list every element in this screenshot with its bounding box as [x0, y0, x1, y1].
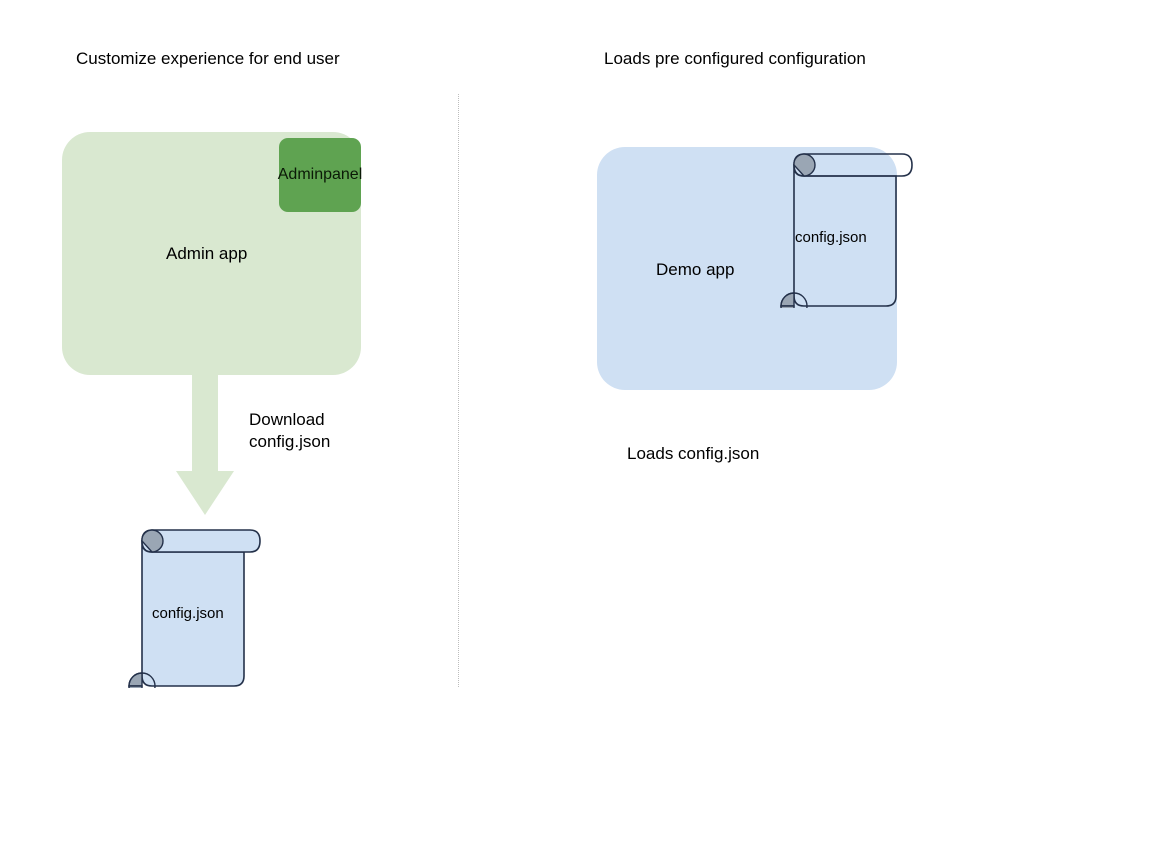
admin-panel-line1: Admin — [277, 166, 324, 183]
admin-panel-line2: panel — [323, 166, 363, 183]
loads-config-caption: Loads config.json — [627, 444, 760, 463]
download-arrow-label: Download config.json — [249, 409, 330, 453]
right-section-title: Loads pre configured configuration — [604, 49, 866, 68]
download-label-line1: Download — [249, 410, 325, 429]
demo-app-box[interactable] — [597, 147, 897, 390]
admin-panel-chip[interactable]: Admin panel — [277, 138, 363, 212]
config-json-document-left[interactable] — [118, 528, 266, 688]
scroll-top-curl — [141, 529, 164, 553]
arrow-shape — [176, 368, 234, 515]
download-arrow-icon — [176, 368, 234, 515]
config-json-document-right[interactable] — [770, 152, 918, 308]
scroll-bottom-curl-wedge2 — [780, 305, 795, 308]
vertical-dotted-divider — [458, 94, 459, 687]
left-section-title: Customize experience for end user — [76, 49, 340, 68]
scroll-body — [141, 540, 245, 687]
demo-app-label: Demo app — [656, 260, 735, 279]
admin-app-label: Admin app — [166, 244, 248, 263]
download-label-line2: config.json — [249, 432, 331, 451]
scroll-body — [793, 164, 897, 307]
scroll-top-curl — [793, 153, 816, 177]
scroll-bottom-curl-wedge2 — [128, 685, 143, 688]
